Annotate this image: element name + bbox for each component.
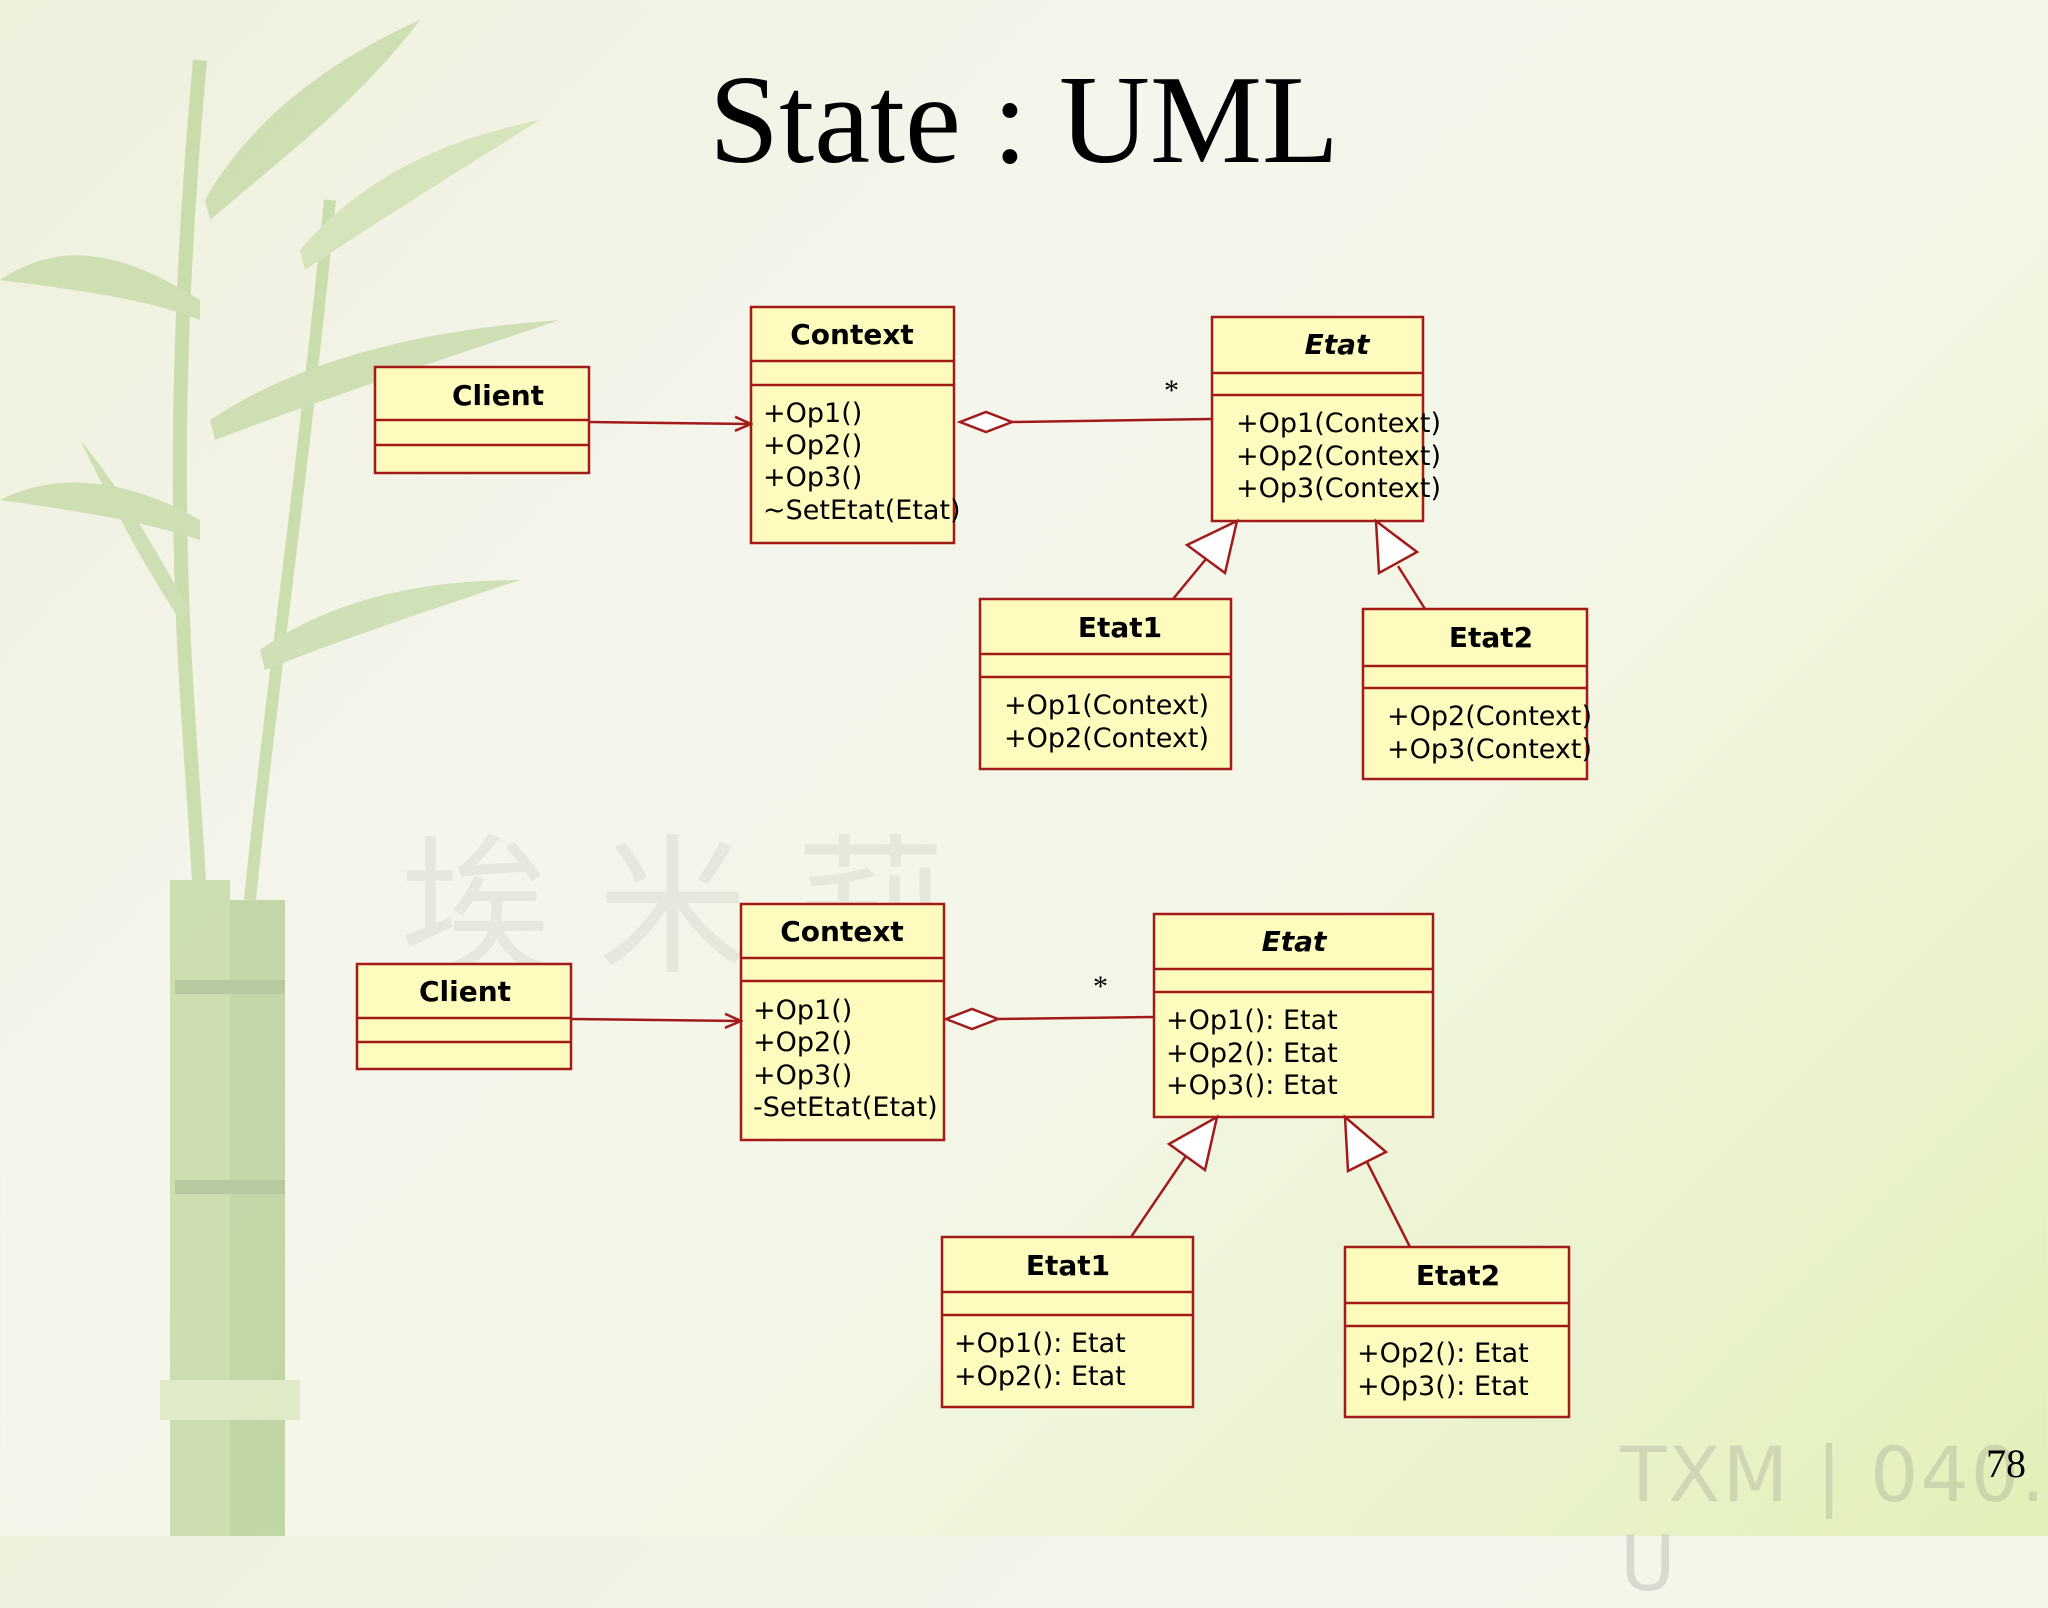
etat-op: +Op2(): Etat [1166,1038,1338,1069]
page-number: 78 [1986,1441,2026,1486]
etat-class[interactable]: Etat +Op1(Context) +Op2(Context) +Op3(Co… [1210,315,1441,523]
etat1-name: Etat1 [1026,1249,1110,1282]
generalization-line [1396,565,1427,610]
generalization-line [1365,1161,1412,1248]
etat1-op: +Op2(Context) [1004,723,1209,754]
etat-name: Etat [1305,328,1371,361]
context-op: -SetEtat(Etat) [753,1092,938,1123]
slide-title: State : UML [709,51,1339,190]
etat2-op: +Op2(Context) [1387,701,1592,732]
etat-op: +Op3(Context) [1236,473,1441,504]
etat-name: Etat [1262,925,1328,958]
etat-op: +Op1(): Etat [1166,1005,1338,1036]
client-class[interactable]: Client [373,365,591,475]
client-name: Client [419,975,511,1008]
aggregation-line [997,1015,1155,1021]
aggregation-diamond [942,1007,1002,1031]
watermark-text: TXM | 040. U [1620,1430,2048,1608]
multiplicity-label: * [1093,970,1108,1003]
etat2-op: +Op3(): Etat [1357,1371,1529,1402]
etat1-class[interactable]: Etat1 +Op1(Context) +Op2(Context) [978,597,1233,771]
etat2-op: +Op2(): Etat [1357,1338,1529,1369]
etat-op: +Op2(Context) [1236,441,1441,472]
diagram-1: Client Context +Op1() +Op2() +Op3() ~Set… [373,305,1592,781]
uml-diagrams: Client Context +Op1() +Op2() +Op3() ~Set… [355,305,1592,1419]
context-class[interactable]: Context +Op1() +Op2() +Op3() -SetEtat(Et… [739,902,946,1142]
client-class[interactable]: Client [355,962,573,1071]
association-arrow [570,1019,741,1021]
context-op: +Op2() [753,1027,852,1058]
generalization-triangle [1184,518,1239,576]
context-op: +Op1() [753,995,852,1026]
context-op: +Op1() [763,398,862,429]
etat-class[interactable]: Etat +Op1(): Etat +Op2(): Etat +Op3(): E… [1152,912,1435,1119]
etat1-op: +Op1(Context) [1004,690,1209,721]
etat1-name: Etat1 [1078,611,1162,644]
etat2-class[interactable]: Etat2 +Op2(): Etat +Op3(): Etat [1343,1245,1571,1419]
etat1-class[interactable]: Etat1 +Op1(): Etat +Op2(): Etat [940,1235,1195,1409]
etat-op: +Op3(): Etat [1166,1070,1338,1101]
generalization-triangle [1343,1114,1389,1173]
context-name: Context [780,915,904,948]
generalization-triangle [1166,1114,1219,1173]
context-op: +Op2() [763,430,862,461]
context-class[interactable]: Context +Op1() +Op2() +Op3() ~SetEtat(Et… [749,305,961,545]
etat2-name: Etat2 [1449,621,1533,654]
association-arrow [588,422,751,424]
generalization-line [1129,1152,1190,1238]
context-op: ~SetEtat(Etat) [763,495,961,526]
etat2-op: +Op3(Context) [1387,734,1592,765]
etat1-op: +Op1(): Etat [954,1328,1126,1359]
etat2-name: Etat2 [1416,1259,1500,1292]
etat2-class[interactable]: Etat2 +Op2(Context) +Op3(Context) [1361,607,1592,781]
aggregation-line [1011,417,1213,424]
etat1-op: +Op2(): Etat [954,1361,1126,1392]
etat-op: +Op1(Context) [1236,408,1441,439]
context-op: +Op3() [753,1060,852,1091]
aggregation-diamond [956,410,1016,434]
context-op: +Op3() [763,462,862,493]
multiplicity-label: * [1164,374,1179,407]
diagram-2: Client Context +Op1() +Op2() +Op3() -Set… [355,902,1571,1419]
client-name: Client [452,379,544,412]
generalization-triangle [1374,518,1420,576]
context-name: Context [790,318,914,351]
generalization-line [1172,558,1207,600]
